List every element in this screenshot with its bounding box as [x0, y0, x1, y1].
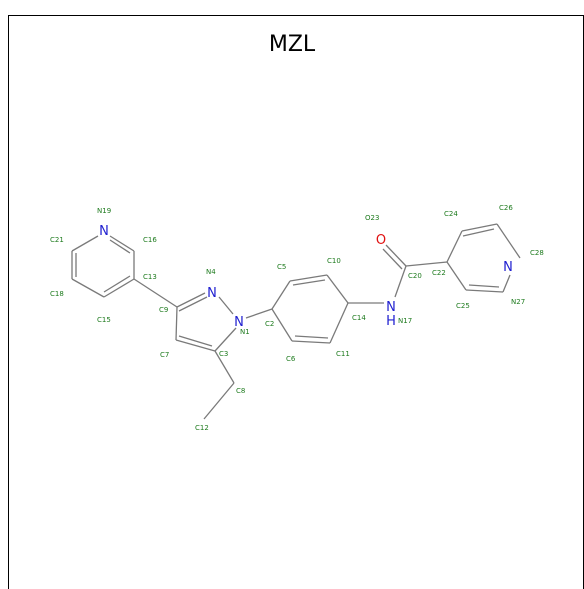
- bond: [203, 382, 235, 420]
- atom-id-label: C2: [265, 320, 274, 328]
- bond: [462, 228, 495, 237]
- atom-id-label: N19: [97, 207, 111, 215]
- atom-id-label: C7: [160, 351, 169, 359]
- atom-symbol: N: [99, 224, 109, 239]
- atom-id-label: C25: [456, 302, 470, 310]
- bond: [468, 284, 500, 288]
- atom-id-label: C9: [159, 306, 168, 314]
- atom-id-label: C6: [286, 355, 296, 363]
- atom-id-label: N1: [240, 328, 250, 336]
- bond: [71, 235, 99, 252]
- atom-id-label: C5: [277, 263, 286, 271]
- bond: [465, 289, 504, 293]
- bond: [245, 308, 273, 319]
- atom-symbol: H: [386, 314, 396, 329]
- atom-id-label: N4: [206, 268, 216, 276]
- bond: [291, 340, 331, 344]
- bond: [176, 292, 206, 308]
- molecule-title: MZL: [268, 32, 316, 57]
- atom-id-label: C26: [499, 204, 513, 212]
- bond: [109, 239, 131, 254]
- atom-id-label: N27: [511, 298, 525, 306]
- atom-id-label: O23: [365, 214, 379, 222]
- atom-id-label: C12: [195, 424, 209, 432]
- atom-symbol: N: [386, 300, 396, 315]
- bond: [502, 274, 511, 293]
- bond: [214, 350, 235, 384]
- bond: [289, 274, 328, 282]
- atom-symbol: N: [207, 286, 217, 301]
- bond: [109, 235, 135, 252]
- bond: [394, 265, 407, 298]
- atom-id-label: C15: [97, 316, 111, 324]
- bond: [329, 302, 349, 344]
- bond: [382, 248, 403, 270]
- atom-id-label: N17: [398, 317, 412, 325]
- atom-id-label: C18: [50, 290, 64, 298]
- atom-symbol: N: [234, 315, 244, 330]
- bond: [496, 223, 521, 259]
- atom-id-label: C16: [143, 236, 157, 244]
- atom-id-label: C14: [352, 314, 366, 322]
- bond: [103, 275, 131, 293]
- bond: [71, 278, 105, 298]
- atom-id-label: C20: [408, 272, 422, 280]
- atom-id-label: C24: [444, 210, 458, 218]
- bond: [214, 327, 237, 352]
- atom-symbol: O: [376, 233, 386, 248]
- atom-id-label: C21: [50, 236, 64, 244]
- bond: [292, 279, 326, 286]
- bond: [446, 230, 463, 263]
- atom-id-label: C8: [236, 387, 245, 395]
- bond: [271, 308, 293, 342]
- atom-id-label: C10: [327, 257, 341, 265]
- bond: [461, 223, 498, 232]
- atom-id-label: C3: [219, 350, 228, 358]
- atom-id-label: C28: [530, 249, 544, 257]
- bond: [178, 296, 208, 312]
- bond: [294, 335, 329, 339]
- bond: [271, 280, 291, 310]
- bond: [446, 261, 467, 291]
- bond: [175, 339, 216, 352]
- bonds: [71, 223, 521, 420]
- bond: [175, 306, 178, 341]
- bond: [326, 274, 349, 304]
- bond: [178, 335, 213, 347]
- bond: [405, 261, 448, 267]
- bond: [218, 296, 234, 315]
- bond: [385, 244, 407, 267]
- atom-id-label: C11: [336, 350, 350, 358]
- atom-symbol: N: [503, 260, 513, 275]
- atom-id-label: C22: [432, 269, 446, 277]
- bond: [133, 278, 178, 308]
- bond: [103, 278, 135, 298]
- atom-id-label: C13: [143, 273, 157, 281]
